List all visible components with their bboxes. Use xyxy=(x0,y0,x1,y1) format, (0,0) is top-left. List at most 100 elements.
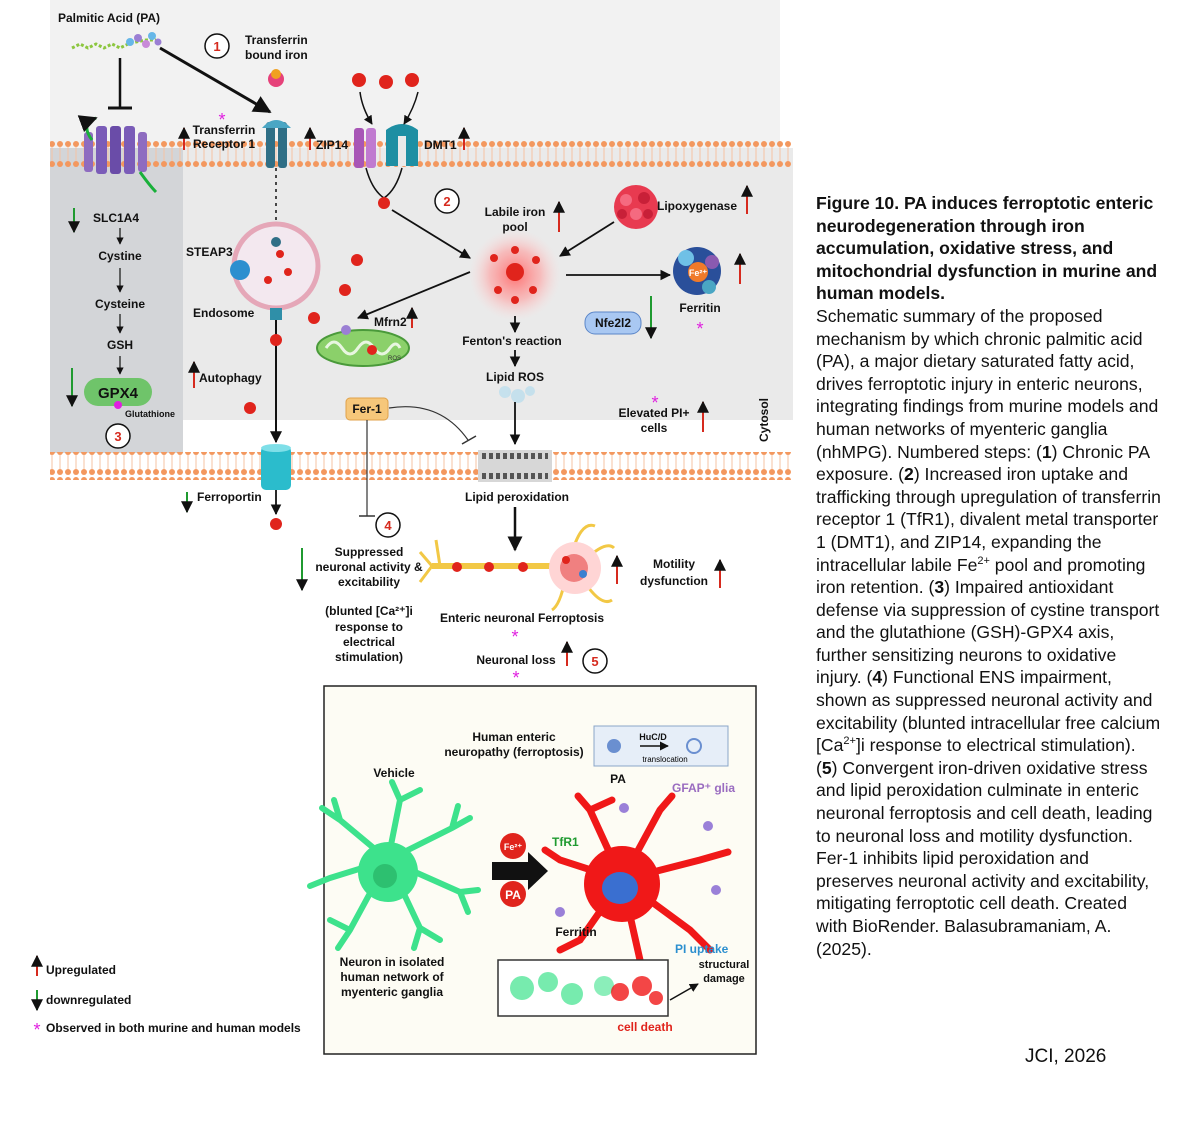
step-4-badge: 4 xyxy=(375,512,401,538)
caption-p3-text: ) Increased iron uptake and trafficking … xyxy=(816,464,1161,575)
caption-sup1-text: 2+ xyxy=(977,554,990,567)
caption-p5-text: ) Impaired antioxidant defense via suppr… xyxy=(816,577,1160,688)
tfr1-label: TfR1 xyxy=(552,835,579,849)
lipoxygenase-label: Lipoxygenase xyxy=(657,199,737,213)
steap3-icon xyxy=(230,260,250,280)
pa-panel-label: PA xyxy=(610,772,626,786)
enteric-ferroptosis-label: Enteric neuronal Ferroptosis xyxy=(440,611,604,625)
ferroptosis-diagram: Palmitic Acid (PA) 1 Transferrin bound i… xyxy=(31,0,793,1055)
vehicle-label: Vehicle xyxy=(373,766,415,780)
transferrin-receptor-label: Transferrin xyxy=(193,123,256,137)
diagram-human-enteric-1-text: neuropathy (ferroptosis) xyxy=(444,745,583,759)
caption-p2-text: ) Chronic PA exposure. ( xyxy=(816,441,1150,485)
ferritin-icon: Fe²⁺ xyxy=(673,247,721,295)
lipid-ros-icon xyxy=(499,386,535,403)
labile-iron-pool-label: Labile iron xyxy=(485,205,546,219)
translocation-label: translocation xyxy=(642,755,687,764)
palmitic-acid-label: Palmitic Acid (PA) xyxy=(58,11,160,25)
treatment-arrow xyxy=(492,852,548,890)
transferrin-receptor-icon xyxy=(262,120,291,168)
caption-p1-text: Schematic summary of the proposed mechan… xyxy=(816,305,1159,462)
step-1-badge: 1 xyxy=(204,33,230,59)
diagram-pa-text: PA xyxy=(505,888,521,902)
diagram-blunted-response-2-text: electrical xyxy=(343,635,395,649)
lipid-peroxidation-label: Lipid peroxidation xyxy=(465,490,569,504)
structural-damage-label: structural xyxy=(699,959,750,971)
diagram-fe-symbol-text: Fe²⁺ xyxy=(689,268,708,278)
iron-ion xyxy=(378,197,390,209)
legend-observed-label: Observed in both murine and human models xyxy=(46,1021,301,1035)
pi-uptake-label: PI uptake xyxy=(675,942,729,956)
slc1a4-label: SLC1A4 xyxy=(93,211,139,225)
ferroportin-label: Ferroportin xyxy=(197,490,262,504)
caption-title: Figure 10. PA induces ferroptotic enteri… xyxy=(816,193,1158,304)
fer1-inhibits-lipid-peroxidation xyxy=(388,406,469,441)
endosome-iron-ions xyxy=(264,237,292,284)
zip14-transporter-icon xyxy=(354,128,376,168)
diagram-transferrin-receptor-1-text: Receptor 1 xyxy=(193,137,255,151)
lipid-peroxidation-icon xyxy=(478,450,552,482)
pa-treatment-badge: PA xyxy=(500,881,526,907)
caption-n2-text: 2 xyxy=(904,464,914,485)
diagram-step-numbers-0-text: 1 xyxy=(213,39,220,54)
figure-caption: Figure 10. PA induces ferroptotic enteri… xyxy=(816,192,1161,960)
neuronal-network-icon xyxy=(510,972,663,1005)
gpx4-label: GPX4 xyxy=(98,385,139,402)
diagram-structural-damage-1-text: damage xyxy=(703,973,745,985)
neuronal-loss-label: Neuronal loss xyxy=(476,653,556,667)
down-arrows xyxy=(66,208,657,514)
transferrin-iron-icon xyxy=(268,69,284,87)
glia-icons xyxy=(555,803,721,917)
fe-treatment-badge: Fe²⁺ xyxy=(500,833,526,859)
diagram-elevated-pi-1-text: cells xyxy=(641,421,668,435)
diagram-step-numbers-4-text: 5 xyxy=(591,654,598,669)
legend-downregulated-label: downregulated xyxy=(46,993,131,1007)
observed-star-icon: * xyxy=(512,668,519,688)
dmt1-label: DMT1 xyxy=(424,138,457,152)
plasma-membrane-bottom xyxy=(50,452,793,480)
mfrn2-label: Mfrn2 xyxy=(374,315,407,329)
motility-dysfunction-label: Motility xyxy=(653,557,695,571)
hucd-neuron-icons xyxy=(607,738,702,754)
diagram-step-numbers-1-text: 2 xyxy=(443,194,450,209)
cysteine-label: Cysteine xyxy=(95,297,145,311)
degenerating-neuron-icon xyxy=(418,523,616,612)
caption-n1-text: 1 xyxy=(1041,441,1052,462)
mitochondrion-icon xyxy=(316,325,410,367)
pa-to-tfr1-arrow xyxy=(159,46,272,114)
plasma-membrane-top xyxy=(50,140,793,168)
fer1-label: Fer-1 xyxy=(352,402,382,416)
caption-n4-text: 4 xyxy=(872,667,883,688)
legend-star-icon: * xyxy=(33,1020,40,1040)
diagram-transferrin-bound-iron-1-text: bound iron xyxy=(245,48,308,62)
diagram-suppressed-activity-2-text: excitability xyxy=(338,575,400,589)
gpx4-badge xyxy=(84,378,152,406)
diagram-blunted-response-1-text: response to xyxy=(335,620,403,634)
diagram-fe-symbol-text: Fe²⁺ xyxy=(504,842,523,852)
suppressed-activity-label: Suppressed xyxy=(335,545,404,559)
ferroportin-icon xyxy=(261,444,291,490)
caption-n5-text: 5 xyxy=(821,757,832,778)
autophagy-label: Autophagy xyxy=(199,371,262,385)
glutathione-label: Glutathione xyxy=(125,409,175,419)
transferrin-bound-iron-label: Transferrin xyxy=(245,33,308,47)
cytosolic-iron-ions xyxy=(308,254,363,324)
lipoxygenase-icon xyxy=(614,185,658,229)
journal-credit: JCI, 2026 xyxy=(1025,1046,1107,1067)
caption-sup2-text: 2+ xyxy=(843,735,856,748)
ferritin-label: Ferritin xyxy=(679,301,720,315)
diagram-motility-dysfunction-1-text: dysfunction xyxy=(640,574,708,588)
diagram-neuron-isolated-2-text: myenteric ganglia xyxy=(341,985,443,999)
extracellular-iron-ions xyxy=(352,73,419,89)
step-2-badge: 2 xyxy=(434,188,460,214)
fentons-reaction-label: Fenton's reaction xyxy=(462,334,562,348)
diagram-neuron-isolated-1-text: human network of xyxy=(340,970,444,984)
neuron-isolated-label: Neuron in isolated xyxy=(340,955,445,969)
endosome-label: Endosome xyxy=(193,306,255,320)
observed-star-icon: * xyxy=(218,110,225,130)
caption-p7-text: ]i response to electrical stimulation). … xyxy=(816,735,1136,778)
observed-star-icon: * xyxy=(651,393,658,413)
blunted-response-label: (blunted [Ca²⁺]i xyxy=(325,604,413,618)
palmitic-acid-molecule-icon xyxy=(71,32,162,50)
observed-star-icon: * xyxy=(511,627,518,647)
